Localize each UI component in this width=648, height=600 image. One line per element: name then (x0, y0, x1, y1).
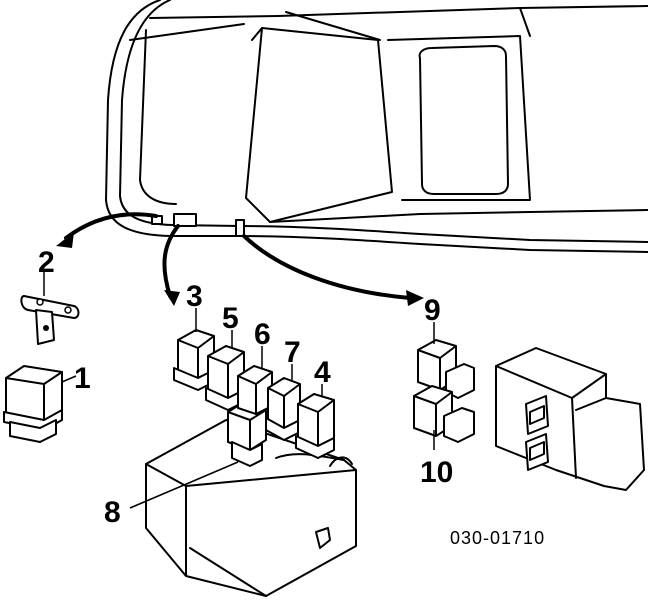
relay-block-cluster (129, 308, 357, 597)
callout-labels: 2 1 3 5 6 7 4 8 9 10 030-01710 (38, 246, 545, 548)
callout-7: 7 (284, 336, 301, 369)
callout-1: 1 (74, 362, 91, 395)
callout-5: 5 (222, 302, 239, 335)
relay-pair-and-module (413, 322, 645, 491)
callout-6: 6 (254, 318, 271, 351)
relay-part-1 (3, 365, 77, 443)
part-code: 030-01710 (450, 528, 545, 548)
callout-10: 10 (420, 456, 453, 489)
vehicle-outline (105, 0, 648, 253)
bracket-part-2 (20, 272, 80, 345)
callout-4: 4 (314, 356, 331, 389)
callout-3: 3 (186, 280, 203, 313)
location-arrows (56, 212, 424, 306)
callout-8: 8 (104, 496, 121, 529)
callout-2: 2 (38, 246, 55, 279)
callout-9: 9 (424, 294, 441, 327)
